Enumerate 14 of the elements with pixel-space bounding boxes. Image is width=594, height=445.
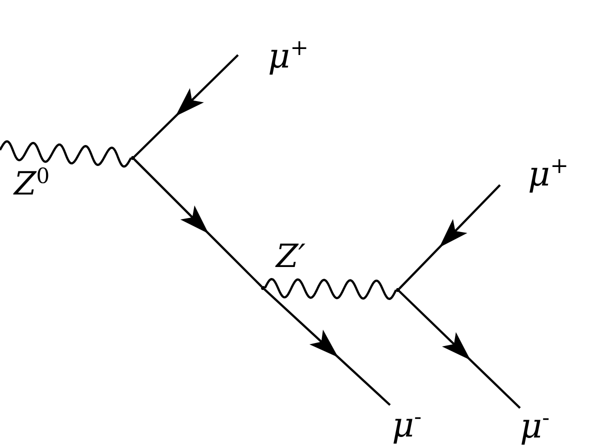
vertex-point — [131, 156, 135, 160]
arrow — [264, 288, 391, 406]
arrow — [134, 158, 262, 288]
arrow — [134, 54, 239, 158]
particle-label: μ$^{+}$ — [500, 150, 585, 196]
particle-label: μ$^{-}$ — [382, 405, 442, 443]
arrow — [398, 184, 501, 290]
wavy-line — [0, 140, 132, 168]
wavy-line — [264, 278, 397, 300]
arrow — [398, 290, 521, 409]
particle-label: μ$^{+}$ — [238, 32, 323, 78]
particle-label: μ$^{-}$ — [512, 408, 572, 444]
vertex-point — [396, 288, 400, 292]
vertex-point — [261, 286, 265, 290]
